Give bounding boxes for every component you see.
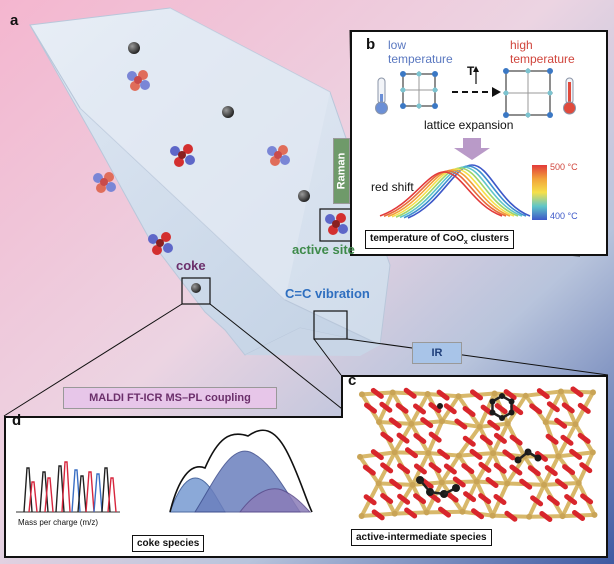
maldi-tag-text: MALDI FT-ICR MS–PL coupling [89,392,251,404]
mass-axis-label: Mass per charge (m/z) [18,518,99,527]
ir-tag: IR [412,342,462,364]
low-temperature-label: low temperature [388,38,453,66]
raman-tag-text: Raman [335,152,348,190]
panel-letter-c: c [348,372,357,389]
cc-zoom-square [313,310,348,340]
red-shift-label: red shift [371,180,414,194]
cobalt-oxide-clusters [93,70,348,255]
raman-tag: Raman [333,138,350,204]
active-site-label: active site [292,242,355,257]
t-label: T [467,64,475,78]
cc-vibration-label: C=C vibration [285,286,370,301]
ir-tag-text: IR [431,347,443,359]
coke-zoom-square [181,277,211,305]
caption-subscript: x [463,239,468,246]
panel-b-box [350,30,608,256]
caption-main: temperature of CoO [370,233,464,244]
high-temperature-label: high temperature [510,38,575,66]
caption-end: clusters [467,233,509,244]
panel-letter-b: b [366,36,376,53]
panel-letter-d: d [12,412,22,429]
lattice-expansion-label: lattice expansion [424,118,514,132]
coke-particles [128,42,310,293]
scale-top-label: 500 °C [550,162,578,172]
coke-label: coke [176,258,206,273]
maldi-tag: MALDI FT-ICR MS–PL coupling [63,387,277,409]
panel-d-caption: coke species [132,535,205,552]
scale-bottom-label: 400 °C [550,211,578,221]
panel-c-caption: active-intermediate species [351,529,492,546]
panel-b-caption: temperature of CoOx clusters [365,230,514,249]
panel-letter-a: a [10,12,19,29]
